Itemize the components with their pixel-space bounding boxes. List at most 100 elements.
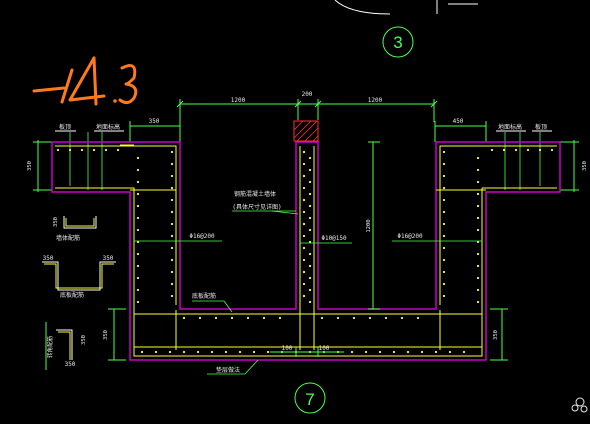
rebar-dot xyxy=(476,276,480,280)
rebar-dot xyxy=(196,350,200,354)
rebar-dot xyxy=(246,316,250,320)
rebar-dot xyxy=(442,198,446,202)
rebar-dot xyxy=(350,350,354,354)
rebar-dot xyxy=(170,258,174,262)
rebar-lines xyxy=(55,144,557,357)
rebar-dot xyxy=(320,316,324,320)
rebar-dot xyxy=(154,350,158,354)
rebar-dot xyxy=(308,228,312,232)
rebar-dot xyxy=(476,240,480,244)
top-dimension xyxy=(176,99,438,122)
ground-elev-label-right: 地面标高 xyxy=(498,123,522,131)
legend-dim-1: 350 xyxy=(53,217,59,227)
rebar-dot xyxy=(302,222,306,226)
dim-bottom-right: 100 xyxy=(319,345,330,352)
dim-inner-height: 1200 xyxy=(366,219,372,232)
rebar-dot xyxy=(406,350,410,354)
rebar-dot xyxy=(434,350,438,354)
legend-label-2: 底板配筋 xyxy=(60,291,84,299)
rebar-dot xyxy=(448,350,452,354)
dim-left-wall: 350 xyxy=(149,118,160,125)
rebar-dot xyxy=(308,240,312,244)
rebar-dot xyxy=(442,246,446,250)
ground-elev-label-left: 地面标高 xyxy=(96,123,120,131)
rebar-dot xyxy=(476,180,480,184)
rebar-dot xyxy=(308,168,312,172)
rebar-dot xyxy=(252,350,256,354)
rebar-dot xyxy=(462,350,466,354)
rebar-label-left: Φ16@200 xyxy=(189,233,215,240)
rebar-dot xyxy=(262,316,266,320)
dim-base-left: 350 xyxy=(103,330,109,340)
rebar-dot xyxy=(224,350,228,354)
rebar-dot xyxy=(136,192,140,196)
rebar-dot xyxy=(302,246,306,250)
rebar-dot xyxy=(308,180,312,184)
rebar-dot xyxy=(278,316,282,320)
partial-arc xyxy=(334,0,391,15)
rebar-dot xyxy=(136,204,140,208)
rebar-dot xyxy=(302,186,306,190)
rebar-dot xyxy=(476,168,480,172)
rebar-dot xyxy=(302,282,306,286)
outer-bottom-label: 垫层做法 xyxy=(216,366,240,374)
rebar-dot xyxy=(136,216,140,220)
rebar-dot xyxy=(442,150,446,154)
rebar-dot xyxy=(392,350,396,354)
rebar-dot xyxy=(170,210,174,214)
middle-note-leader-2 xyxy=(271,210,299,215)
rebar-dot xyxy=(170,270,174,274)
rebar-dot xyxy=(68,148,72,152)
rebar-dot xyxy=(308,204,312,208)
rebar-dot xyxy=(442,270,446,274)
rebar-dot xyxy=(442,222,446,226)
rebar-dot xyxy=(476,192,480,196)
rebar-dot xyxy=(170,174,174,178)
rebar-dot xyxy=(490,148,494,152)
legend-dim-2b: 350 xyxy=(103,255,114,262)
handwritten-elevation xyxy=(32,56,138,106)
rebar-dot xyxy=(302,270,306,274)
dim-side-left: 350 xyxy=(27,161,33,171)
rebar-dot xyxy=(136,168,140,172)
rebar-dot xyxy=(476,156,480,160)
rebar-dot xyxy=(364,350,368,354)
rebar-dot xyxy=(308,252,312,256)
rebar-dot xyxy=(170,162,174,166)
outer-bottom-leader xyxy=(244,359,259,375)
middle-note-2: (具体尺寸见详图) xyxy=(232,203,281,211)
rebar-dot xyxy=(104,148,108,152)
rebar-dot xyxy=(476,216,480,220)
rebar-dot xyxy=(442,294,446,298)
rebar-dot xyxy=(182,316,186,320)
rebar-dot xyxy=(384,316,388,320)
rebar-dot xyxy=(420,350,424,354)
rebar-dot xyxy=(476,204,480,208)
rebar-dot xyxy=(136,252,140,256)
rebar-dot xyxy=(308,156,312,160)
rebar-dot xyxy=(136,156,140,160)
inner-height-dim xyxy=(368,141,380,310)
side-dims xyxy=(33,140,579,192)
wall-dims xyxy=(129,121,487,142)
rebar-dot xyxy=(170,222,174,226)
rebar-dot xyxy=(442,162,446,166)
rebar-dot xyxy=(170,234,174,238)
legend-detail-3 xyxy=(45,322,73,370)
legend-dim-3b: 350 xyxy=(65,361,76,368)
rebar-dot xyxy=(442,186,446,190)
rebar-dot xyxy=(308,216,312,220)
rebar-dot xyxy=(170,246,174,250)
cover-label-right: 板顶 xyxy=(535,123,547,131)
rebar-dot xyxy=(514,148,518,152)
inner-bottom-label: 底板配筋 xyxy=(192,292,216,300)
rebar-dot xyxy=(476,264,480,268)
rebar-dot xyxy=(526,148,530,152)
rebar-dot xyxy=(302,174,306,178)
rebar-dot xyxy=(140,350,144,354)
dim-bottom-left: 100 xyxy=(282,345,293,352)
hatch-cap xyxy=(293,120,319,142)
rebar-dot xyxy=(476,252,480,256)
rebar-dot xyxy=(136,228,140,232)
rebar-dot xyxy=(136,276,140,280)
